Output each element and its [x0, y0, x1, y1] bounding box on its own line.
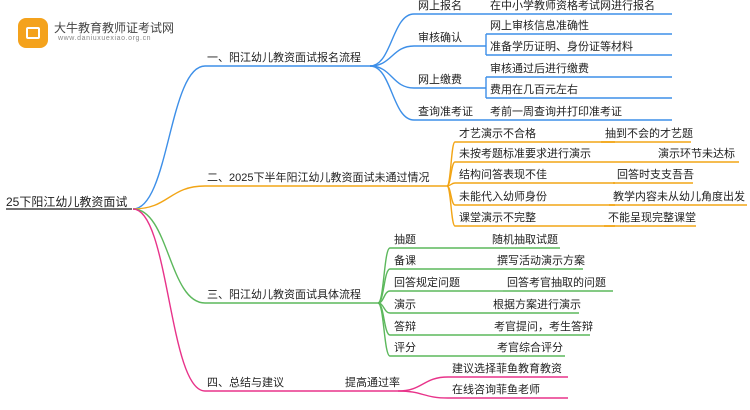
child-connector [369, 65, 415, 89]
child-topic: 未按考题标准要求进行演示 [459, 148, 591, 160]
child-topic: 才艺演示不合格 [459, 128, 536, 140]
branch-connector [132, 208, 206, 304]
leaf-item: 演示环节未达标 [658, 148, 735, 160]
child-topic: 网上报名 [418, 0, 462, 12]
branch-title: 三、阳江幼儿教资面试具体流程 [207, 289, 361, 301]
leaf-item: 撰写活动演示方案 [497, 255, 585, 267]
child-topic: 答辩 [394, 321, 416, 333]
child-topic: 课堂演示不完整 [459, 212, 536, 224]
leaf-item: 在线咨询菲鱼老师 [452, 384, 540, 396]
leaf-item: 考官提问，考生答辩 [494, 321, 593, 333]
leaf-item: 建议选择菲鱼教育教资 [452, 363, 562, 375]
book-icon [26, 27, 40, 39]
leaf-item: 教学内容未从幼儿角度出发 [613, 191, 745, 203]
child-connector [369, 45, 415, 67]
child-topic: 结构问答表现不佳 [459, 169, 547, 181]
child-topic: 未能代入幼师身份 [459, 191, 547, 203]
child-topic: 网上缴费 [418, 74, 462, 86]
leaf-item: 在中小学教师资格考试网进行报名 [490, 0, 655, 12]
leaf-item: 回答时支支吾吾 [617, 169, 694, 181]
brand-name: 大牛教育教师证考试网 [54, 21, 175, 35]
branch-title: 二、2025下半年阳江幼儿教资面试未通过情况 [207, 172, 430, 184]
child-topic: 查询准考证 [418, 106, 473, 118]
branch-connector [132, 65, 206, 210]
branch-title: 四、总结与建议 [207, 377, 284, 389]
brand-logo [18, 18, 48, 48]
child-connector [377, 247, 391, 304]
root-topic: 25下阳江幼儿教资面试 [6, 195, 128, 209]
child-connector [369, 65, 415, 121]
leaf-item: 审核通过后进行缴费 [490, 63, 589, 75]
child-topic: 评分 [394, 342, 416, 354]
branch-connector [132, 185, 206, 210]
child-connector [446, 185, 456, 227]
child-topic: 回答规定问题 [394, 277, 460, 289]
leaf-item: 不能呈现完整课堂 [608, 212, 696, 224]
leaf-item: 考前一周查询并打印准考证 [490, 106, 622, 118]
leaf-item: 随机抽取试题 [492, 234, 558, 246]
branch-title: 一、阳江幼儿教资面试报名流程 [207, 52, 361, 64]
branch-connector [132, 208, 206, 392]
child-topic: 提高通过率 [345, 377, 400, 389]
leaf-item: 回答考官抽取的问题 [507, 277, 606, 289]
child-topic: 审核确认 [418, 32, 462, 44]
leaf-item: 费用在几百元左右 [490, 84, 578, 96]
child-topic: 抽题 [394, 234, 416, 246]
leaf-item: 抽到不会的才艺题 [605, 128, 693, 140]
child-connector [369, 13, 415, 67]
leaf-item: 网上审核信息准确性 [490, 20, 589, 32]
item-connector [397, 390, 449, 399]
child-topic: 备课 [394, 255, 416, 267]
leaf-item: 考官综合评分 [497, 342, 563, 354]
item-connector [397, 376, 449, 392]
leaf-item: 根据方案进行演示 [493, 299, 581, 311]
brand-url: www.daniuxuexiao.org.cn [58, 35, 152, 42]
leaf-item: 准备学历证明、身份证等材料 [490, 41, 633, 53]
child-connector [377, 302, 391, 357]
child-topic: 演示 [394, 299, 416, 311]
